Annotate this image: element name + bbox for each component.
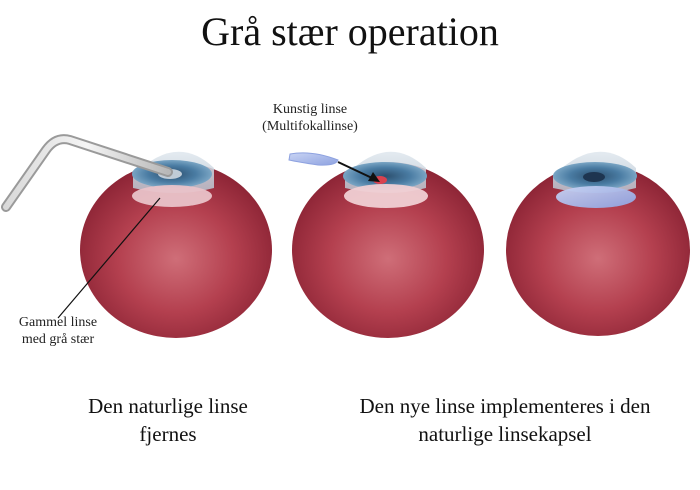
diagram-title: Grå stær operation: [201, 9, 499, 54]
eyeball: [80, 162, 272, 338]
caption-right-line1: Den nye linse implementeres i den: [359, 394, 651, 418]
old-lens-label-line2: med grå stær: [21, 332, 95, 347]
artificial-lens-label-line2: (Multifokallinse): [262, 119, 358, 134]
caption-right: Den nye linse implementeres i den naturl…: [320, 392, 690, 448]
artificial-lens-label-line1: Kunstig linse: [272, 102, 348, 117]
pupil: [583, 172, 605, 182]
caption-left-line2: fjernes: [139, 422, 197, 446]
cloudy-lens: [132, 185, 212, 207]
caption-right-line2: naturlige linsekapsel: [418, 422, 592, 446]
eye-right: [506, 151, 690, 336]
eyeball: [292, 162, 484, 338]
insertion-arrow-head: [368, 172, 380, 182]
old-lens-label: Gammel linse med grå stær: [0, 314, 116, 348]
artificial-lens: [288, 152, 339, 166]
caption-left-line1: Den naturlige linse: [88, 394, 248, 418]
old-lens-pointer: [57, 197, 161, 319]
eyeball: [506, 164, 690, 336]
implanted-lens: [556, 186, 636, 208]
eye-middle: [288, 151, 484, 338]
caption-left: Den naturlige linse fjernes: [60, 392, 276, 448]
eye-left: [1, 134, 272, 338]
old-lens-label-line1: Gammel linse: [18, 315, 98, 330]
empty-lens-capsule: [344, 184, 428, 208]
iris: [343, 162, 427, 190]
artificial-lens-label: Kunstig linse (Multifokallinse): [230, 101, 390, 135]
insertion-arrow: [337, 161, 373, 179]
surgical-probe-highlight: [3, 136, 171, 210]
